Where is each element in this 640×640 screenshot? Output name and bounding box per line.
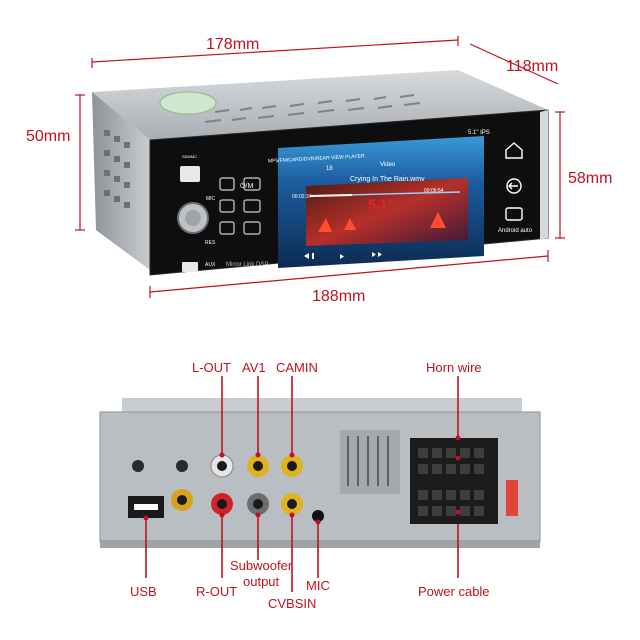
screen-brand: Android auto: [498, 228, 533, 234]
button-c[interactable]: [219, 221, 235, 235]
head-unit-illustration: [75, 36, 565, 298]
front-edge: [540, 110, 548, 240]
home-icon[interactable]: [505, 142, 523, 159]
label-av1: AV1: [242, 360, 266, 375]
label-subwoofer-line1: Subwoofer: [230, 558, 293, 573]
screen-overlay: 5.1": [368, 196, 395, 212]
screen-time-elapsed: 00:02:34: [292, 194, 312, 200]
button-e[interactable]: [243, 199, 261, 213]
rear-panel-illustration: [99, 376, 541, 592]
dimension-lines: [75, 36, 565, 298]
menu-icon[interactable]: [505, 207, 523, 221]
rear-bottom-lip: [100, 540, 540, 548]
screen-track-index: 18: [326, 166, 333, 172]
front-sd-label: SDMMC: [182, 154, 198, 159]
front-mic-label: MIC: [206, 196, 216, 202]
label-mic: MIC: [306, 578, 330, 593]
front-power-label[interactable]: ⏻/M: [240, 183, 254, 190]
front-buttons[interactable]: [219, 177, 261, 235]
chassis-ribs: [204, 94, 421, 123]
label-subwoofer-line2: output: [243, 574, 280, 589]
label-camin: CAMIN: [276, 360, 318, 375]
dim-height-left: 50mm: [26, 128, 71, 145]
button-b[interactable]: [219, 199, 235, 213]
usb-port-front[interactable]: [180, 166, 200, 182]
label-l-out: L-OUT: [192, 360, 231, 375]
side-vents: [104, 130, 130, 208]
front-aux-label: AUX: [205, 262, 216, 268]
usb-port-inner: [134, 504, 158, 510]
fuse: [506, 480, 518, 516]
dim-height-right: 58mm: [568, 170, 613, 187]
sd-slot[interactable]: [182, 262, 198, 272]
dim-depth: 118mm: [506, 58, 559, 75]
screen-song-title: Crying In The Rain.wmv: [350, 176, 425, 183]
screen-time-total: 00:06:54: [424, 188, 444, 194]
label-horn-wire: Horn wire: [426, 360, 482, 375]
front-res-label: RES: [205, 240, 216, 246]
screen-control-row[interactable]: [304, 252, 382, 259]
chassis-side: [92, 92, 150, 270]
callout-lines: [145, 376, 459, 592]
play-icon[interactable]: [340, 254, 344, 259]
mic-jack[interactable]: [312, 510, 324, 522]
dim-front-width: 188mm: [312, 288, 366, 305]
callout-dots: [143, 435, 461, 525]
prev-icon-bar: [312, 253, 314, 259]
progress-fill: [309, 194, 353, 197]
back-icon[interactable]: [506, 178, 522, 194]
label-cvbsin: CVBSIN: [268, 596, 317, 611]
button-f[interactable]: [243, 221, 261, 235]
screw-hole-1: [132, 460, 144, 472]
next-icon[interactable]: [372, 252, 382, 257]
label-subwoofer: Subwoofer output: [230, 558, 292, 590]
dim-width-top: 178mm: [206, 36, 260, 53]
video-figures: [318, 212, 446, 232]
side-buttons[interactable]: [505, 142, 523, 221]
button-a[interactable]: [219, 177, 235, 191]
iso-connector-pins: [418, 448, 484, 516]
video-area: [306, 178, 468, 246]
label-power-cable: Power cable: [418, 584, 490, 599]
screen-size-badge: 5.1" IPS: [468, 130, 490, 136]
screen-tab-video: Video: [380, 162, 396, 168]
label-usb: USB: [130, 584, 157, 599]
sticker: [159, 91, 217, 115]
heat-sink: [340, 430, 400, 494]
screw-hole-2: [176, 460, 188, 472]
heat-sink-fins: [347, 436, 389, 486]
label-r-out: R-OUT: [196, 584, 238, 599]
button-d[interactable]: [243, 177, 261, 191]
front-bottom-text: Mirror Link DSP: [226, 262, 269, 268]
volume-knob-center: [185, 210, 201, 226]
prev-icon[interactable]: [304, 253, 309, 259]
